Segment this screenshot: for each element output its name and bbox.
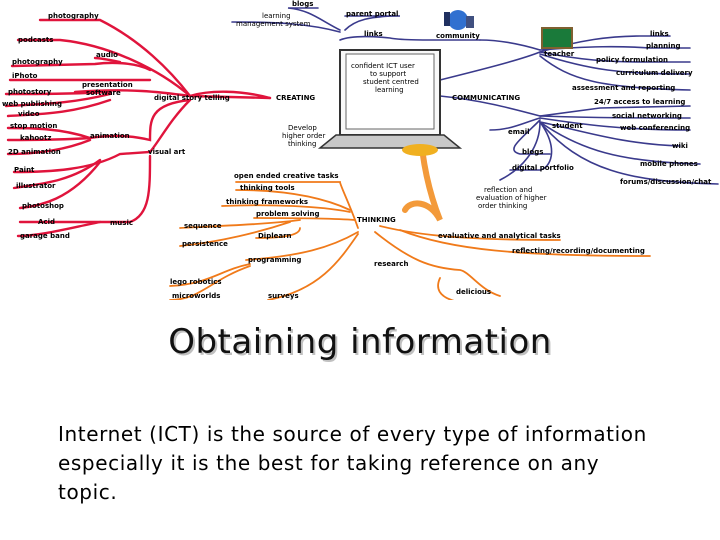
creating-label-17: photoshop bbox=[22, 202, 64, 210]
ict-mind-map: confident ICT user to support student ce… bbox=[2, 0, 719, 300]
communicating-label-5: teacher bbox=[544, 50, 575, 58]
communicating-label-1: learning bbox=[262, 12, 291, 20]
thinking-label-7: evaluative and analytical tasks bbox=[438, 232, 561, 240]
thinking-label-4: sequence bbox=[184, 222, 222, 230]
communicating-label-4: community bbox=[436, 32, 480, 40]
thinking-label-6: Diplearn bbox=[258, 232, 292, 240]
thinking-label-10: research bbox=[374, 260, 408, 268]
centre-label-line-4: learning bbox=[375, 86, 404, 94]
hub-hots-2: higher order bbox=[282, 132, 325, 140]
thinking-label-12: microworlds bbox=[172, 292, 220, 300]
thinking-label-5: persistence bbox=[182, 240, 228, 248]
hub-reflection-2: evaluation of higher bbox=[476, 194, 547, 202]
thinking-label-13: surveys bbox=[268, 292, 299, 300]
thinking-label-1: thinking tools bbox=[240, 184, 295, 192]
hub-reflection-1: reflection and bbox=[484, 186, 532, 194]
communicating-label-7: planning bbox=[646, 42, 681, 50]
thinking-label-11: lego robotics bbox=[170, 278, 222, 286]
communicating-label-11: 24/7 access to learning bbox=[594, 98, 685, 106]
centre-label-line-2: to support bbox=[370, 70, 406, 78]
communicating-label-18: digital portfolio bbox=[512, 164, 574, 172]
creating-label-13: 2D animation bbox=[8, 148, 61, 156]
communicating-label-9: curriculum delivery bbox=[616, 69, 693, 77]
thinking-label-14: delicious bbox=[456, 288, 491, 296]
communicating-label-16: blogs bbox=[522, 148, 543, 156]
thinking-label-2: thinking frameworks bbox=[226, 198, 308, 206]
centre-label-line-1: confident ICT user bbox=[351, 62, 415, 70]
laptop-icon bbox=[317, 49, 463, 156]
communicating-label-10: assessment and reporting bbox=[572, 84, 675, 92]
creating-label-18: music bbox=[110, 219, 133, 227]
thinking-label-8: reflecting/recording/documenting bbox=[512, 247, 645, 255]
hub-reflection-3: order thinking bbox=[478, 202, 527, 210]
slide-title: Obtaining information bbox=[168, 322, 552, 362]
centre-label-line-3: student centred bbox=[363, 78, 419, 86]
creating-label-0: photography bbox=[48, 12, 99, 20]
teacher-blackboard-icon bbox=[541, 27, 573, 49]
creating-label-12: animation bbox=[90, 132, 130, 140]
creating-label-15: Paint bbox=[14, 166, 35, 174]
hub-creating: CREATING bbox=[276, 94, 315, 102]
communicating-label-12: social networking bbox=[612, 112, 682, 120]
communicating-label-20: forums/discussion/chat bbox=[620, 178, 712, 186]
thinking-label-3: problem solving bbox=[256, 210, 320, 218]
creating-branches bbox=[4, 18, 272, 238]
creating-label-8: digital story telling bbox=[154, 94, 230, 102]
slide-body-text: Internet (ICT) is the source of every ty… bbox=[58, 422, 647, 504]
communicating-label-15: web conferencing bbox=[620, 124, 690, 132]
creating-label-4: iPhoto bbox=[12, 72, 38, 80]
creating-label-6: photostory bbox=[8, 88, 52, 96]
thinking-label-0: open ended creative tasks bbox=[234, 172, 339, 180]
communicating-label-14: email bbox=[508, 128, 530, 136]
creating-label-20: garage band bbox=[20, 232, 70, 240]
creating-label-11: kahootz bbox=[20, 134, 51, 142]
community-globe-icon bbox=[444, 10, 474, 30]
communicating-label-1-b: management system bbox=[236, 20, 311, 28]
creating-label-9: video bbox=[18, 110, 40, 118]
creating-label-7: web publishing bbox=[2, 100, 62, 108]
creating-label-16: illustrator bbox=[16, 182, 56, 190]
hub-hots-3: thinking bbox=[288, 140, 316, 148]
communicating-label-13: student bbox=[552, 122, 583, 130]
communicating-label-17: wiki bbox=[672, 142, 688, 150]
creating-label-19: Acid bbox=[38, 218, 55, 226]
communicating-label-0: blogs bbox=[292, 0, 313, 8]
hub-hots-1: Develop bbox=[288, 124, 317, 132]
creating-label-10: stop motion bbox=[10, 122, 57, 130]
communicating-label-8: policy formulation bbox=[596, 56, 668, 64]
communicating-label-6: links bbox=[650, 30, 669, 38]
mind-map-labels: confident ICT user to support student ce… bbox=[351, 62, 419, 94]
thinking-label-9: programming bbox=[248, 256, 301, 264]
creating-label-5: presentation bbox=[82, 81, 133, 89]
branch-labels: CREATING COMMUNICATING THINKING Develophigh… bbox=[2, 0, 712, 300]
creating-label-3: photography bbox=[12, 58, 63, 66]
creating-label-2: audio bbox=[96, 51, 118, 59]
hub-communicating: COMMUNICATING bbox=[452, 94, 520, 102]
communicating-label-19: mobile phones bbox=[640, 160, 698, 168]
communicating-label-2: parent portal bbox=[346, 10, 398, 18]
creating-label-1: podcasts bbox=[18, 36, 53, 44]
hub-thinking: THINKING bbox=[357, 216, 396, 224]
communicating-label-3: links bbox=[364, 30, 383, 38]
creating-label-5-b: software bbox=[86, 89, 121, 97]
creating-label-14: visual art bbox=[148, 148, 186, 156]
